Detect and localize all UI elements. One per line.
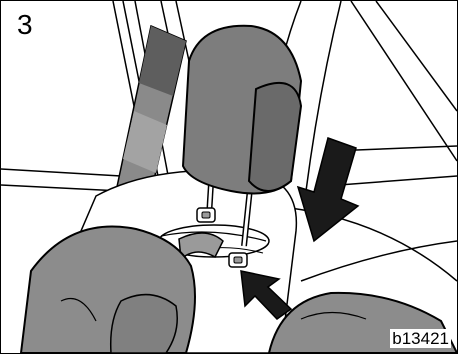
lock-button-lower: [229, 253, 247, 267]
figure-code: b13421: [390, 329, 451, 348]
step-number: 3: [17, 11, 33, 39]
lock-button-upper: [197, 208, 215, 222]
hand-left: [21, 227, 195, 353]
pull-down-arrow-icon: [298, 138, 358, 241]
